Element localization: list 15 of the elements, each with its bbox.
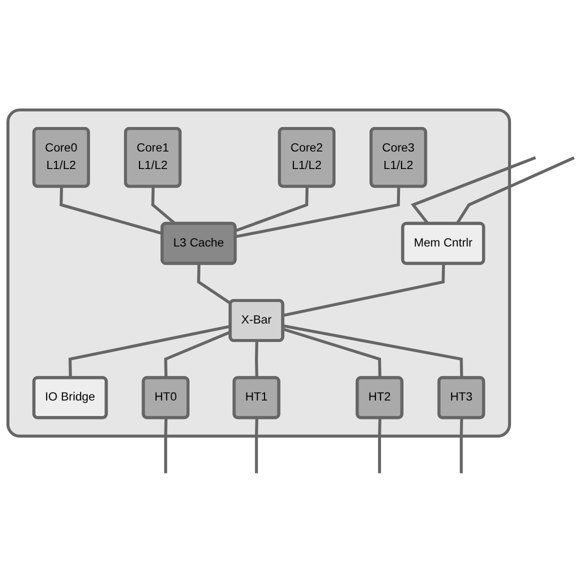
connector xyxy=(282,264,445,317)
connector xyxy=(197,264,232,305)
connector xyxy=(235,186,400,238)
connector xyxy=(68,324,231,378)
connector xyxy=(460,418,464,474)
connector xyxy=(282,328,382,378)
connector xyxy=(60,186,163,235)
connector xyxy=(378,418,382,474)
connector xyxy=(234,186,309,232)
connector xyxy=(282,324,464,378)
cluster xyxy=(6,108,512,438)
connector xyxy=(164,418,168,474)
connector xyxy=(254,418,258,474)
connector xyxy=(456,156,575,224)
connector xyxy=(254,340,258,378)
